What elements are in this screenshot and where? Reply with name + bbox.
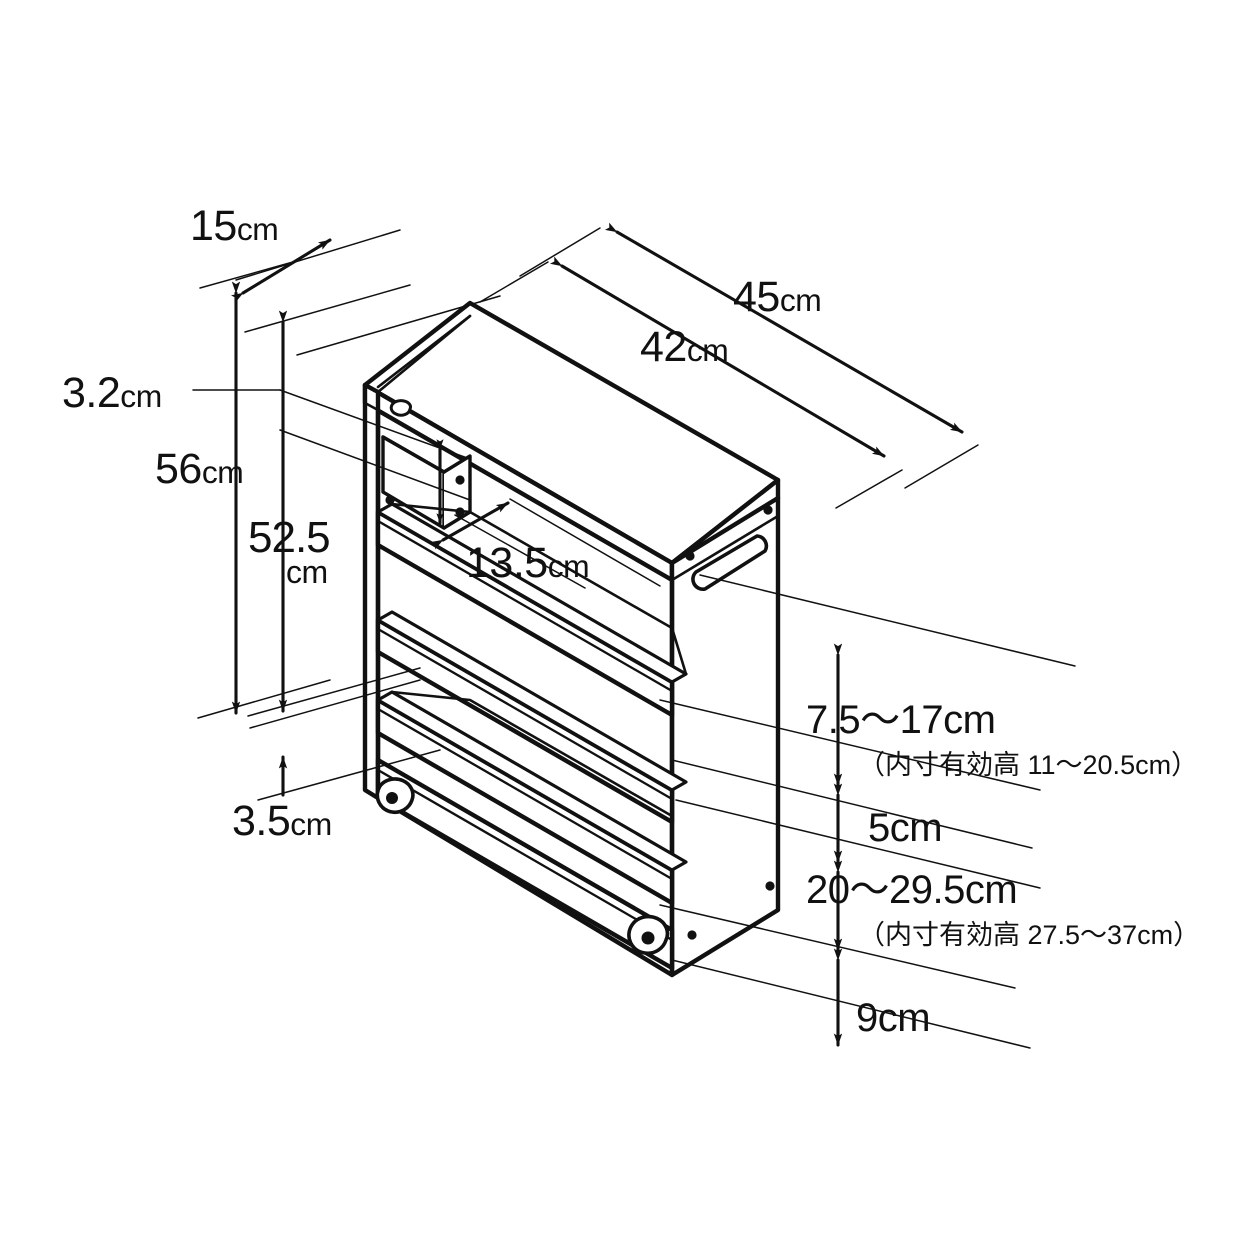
dim-caster-3_5cm (249, 679, 441, 801)
label-lower-gap: 20〜29.5cm (806, 868, 1018, 912)
dim-height-52_5cm (244, 284, 421, 717)
label-52_5-value: 52.5 (248, 513, 331, 562)
label-depth-15cm: 15cm (190, 202, 279, 250)
label-width-42cm: 42cm (640, 323, 729, 371)
handle-slot (691, 534, 769, 592)
label-upper-gap: 7.5〜17cm (806, 698, 996, 742)
lower-shelf-rail (375, 690, 688, 906)
caster-front-left (375, 777, 415, 815)
caster-front-right (627, 914, 670, 956)
bottom-front-rail (375, 757, 675, 971)
middle-shelf-rail (375, 610, 688, 825)
label-upper-gap-note: （内寸有効高 11〜20.5cm） (858, 750, 1199, 780)
dim-height-56cm (197, 259, 331, 719)
dim-depth-15cm (230, 229, 501, 356)
label-rail-3_2cm: 3.2cm (62, 369, 162, 417)
label-bottom-9cm: 9cm (856, 996, 931, 1040)
dim-rail-3_2cm (192, 389, 471, 525)
dim-width-42cm (479, 256, 903, 509)
label-height-52_5cm: 52.5 cm (248, 513, 331, 590)
label-shelf-thickness-5cm: 5cm (868, 806, 943, 850)
label-52_5-unit: cm (285, 554, 328, 590)
label-height-56cm: 56cm (155, 445, 244, 493)
label-lower-gap-note: （内寸有効高 27.5〜37cm） (858, 920, 1201, 950)
dim-shelf-13_5cm (430, 498, 661, 589)
cart-body (362, 300, 781, 978)
top-fitting (389, 399, 412, 417)
right-chain-leaders (659, 574, 1076, 1049)
label-shelf-13_5cm: 13.5cm (466, 539, 590, 587)
label-width-45cm: 45cm (733, 273, 822, 321)
cart-right-side-panel (669, 495, 781, 978)
label-caster-3_5cm: 3.5cm (232, 797, 332, 845)
